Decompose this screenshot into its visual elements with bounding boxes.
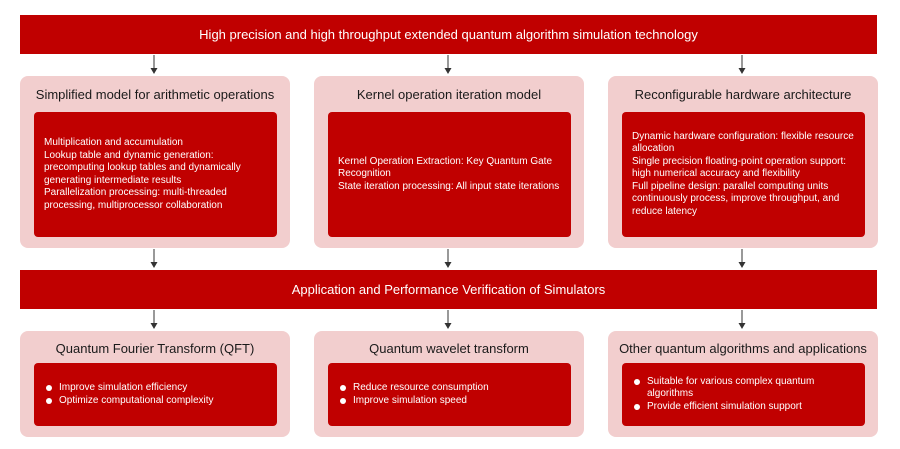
arrow-down-icon [150,249,158,268]
application-card-body: Suitable for various complex quantum alg… [622,363,865,426]
top-banner: High precision and high throughput exten… [20,15,877,54]
application-card-title: Quantum wavelet transform [369,341,529,356]
bullet-item: Optimize computational complexity [44,395,267,408]
verification-banner-title: Application and Performance Verification… [291,282,606,297]
arrow-down-icon [444,249,452,268]
application-card-title: Other quantum algorithms and application… [619,341,867,356]
arrow-down-icon [738,310,746,329]
arrow-down-icon [150,310,158,329]
arrow-down-icon [444,310,452,329]
method-line: State iteration processing: All input st… [338,180,560,192]
arrow-down-icon [444,55,452,74]
method-line: Single precision floating-point operatio… [632,155,847,180]
arrow-down-icon [150,55,158,74]
method-card-body: Kernel Operation Extraction: Key Quantum… [328,112,571,237]
bullet-item: Improve simulation efficiency [44,382,267,395]
arrow-down-icon [738,249,746,268]
top-banner-title: High precision and high throughput exten… [199,27,698,42]
bullet-list: Improve simulation efficiency Optimize c… [44,382,267,407]
method-card-hardware: Reconfigurable hardware architecture Dyn… [608,76,878,248]
method-line: Parallelization processing: multi-thread… [44,187,227,211]
verification-banner: Application and Performance Verification… [20,270,877,309]
method-card-kernel: Kernel operation iteration model Kernel … [314,76,584,248]
bullet-item: Improve simulation speed [338,395,561,408]
application-card-other: Other quantum algorithms and application… [608,331,878,437]
bullet-item: Provide efficient simulation support [632,401,855,414]
application-card-qft: Quantum Fourier Transform (QFT) Improve … [20,331,290,437]
method-line: Kernel Operation Extraction: Key Quantum… [338,155,552,180]
method-card-body: Multiplication and accumulation Lookup t… [34,112,277,237]
application-card-body: Reduce resource consumption Improve simu… [328,363,571,426]
method-card-body: Dynamic hardware configuration: flexible… [622,112,865,237]
method-line: Dynamic hardware configuration: flexible… [632,130,854,155]
bullet-list: Reduce resource consumption Improve simu… [338,382,561,407]
method-line: Full pipeline design: parallel computing… [632,180,840,217]
method-line: Multiplication and accumulation [44,137,183,148]
bullet-item: Reduce resource consumption [338,382,561,395]
application-card-title: Quantum Fourier Transform (QFT) [55,341,255,356]
arrow-down-icon [738,55,746,74]
method-card-title: Reconfigurable hardware architecture [634,87,852,102]
method-card-title: Simplified model for arithmetic operatio… [35,87,275,102]
application-card-wavelet: Quantum wavelet transform Reduce resourc… [314,331,584,437]
application-card-body: Improve simulation efficiency Optimize c… [34,363,277,426]
method-card-title: Kernel operation iteration model [356,87,542,102]
bullet-item: Suitable for various complex quantum alg… [632,376,855,401]
bullet-list: Suitable for various complex quantum alg… [632,376,855,414]
method-line: Lookup table and dynamic generation: pre… [44,149,241,186]
method-card-arithmetic: Simplified model for arithmetic operatio… [20,76,290,248]
